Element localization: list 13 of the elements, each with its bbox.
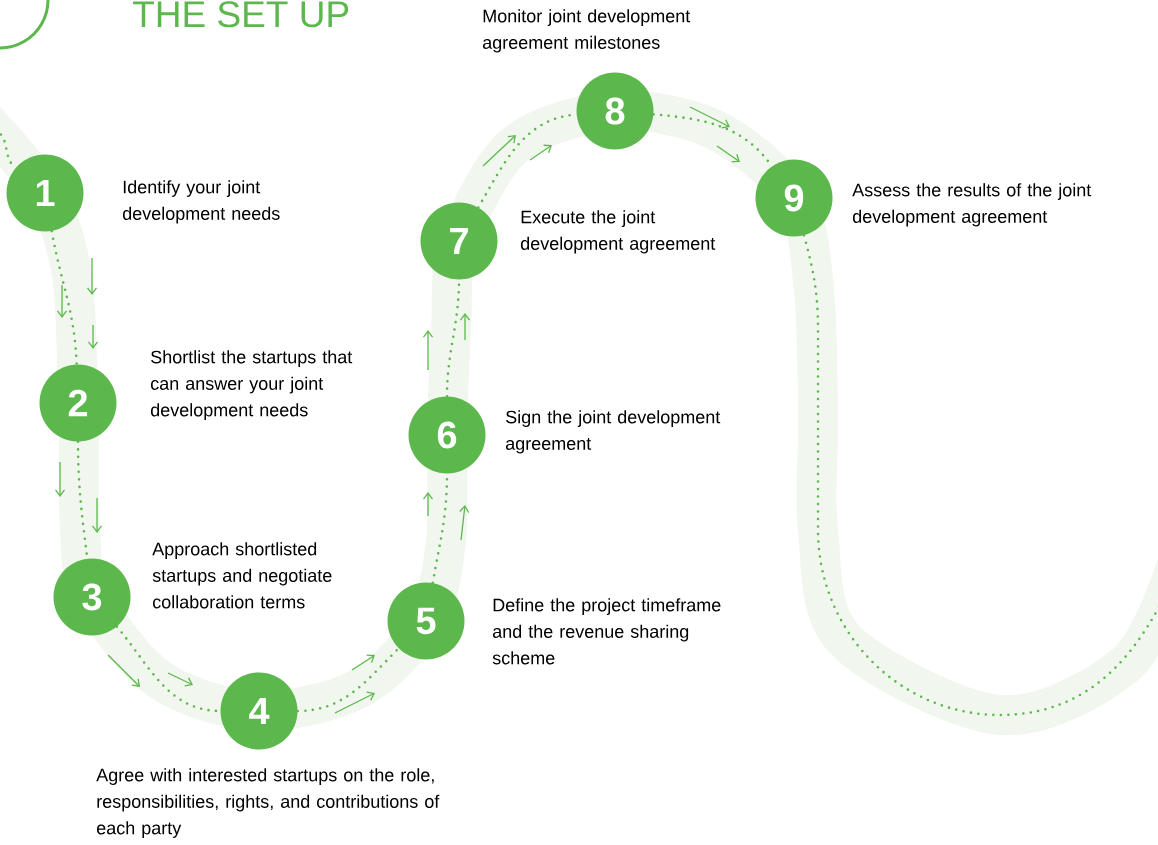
step-description: Execute the joint development agreement: [520, 210, 716, 254]
dotted-path: [802, 234, 1158, 717]
title: THE SET UP: [133, 1, 349, 28]
step-description: Shortlist the startups that can answer your joint development needs: [150, 350, 353, 420]
step-description: Agree with interested startups on the role, responsibilities, rights, and contributions of each party: [96, 768, 440, 838]
dotted-path: [50, 229, 78, 366]
dotted-path: [296, 647, 400, 713]
step-description: Identify your joint development needs: [122, 180, 280, 224]
step-description: Assess the results of the joint development agreement: [852, 183, 1092, 227]
step-description: Define the project timeframe and the revenue sharing scheme: [492, 598, 721, 665]
step-description: Monitor joint development agreement milestones: [483, 9, 691, 53]
step-description: Sign the joint development agreement: [506, 410, 721, 454]
step-description: Approach shortlisted startups and negotiate collaboration terms: [152, 542, 332, 609]
